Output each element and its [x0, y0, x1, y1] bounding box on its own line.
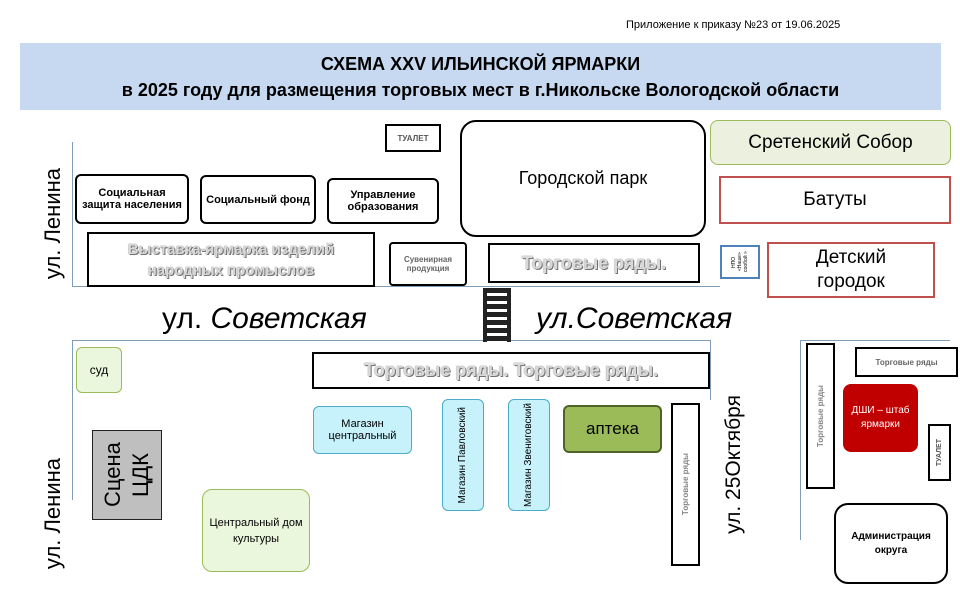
box-torg-ryady-vertical-2: Торговые ряды [806, 343, 835, 489]
street-line [72, 142, 73, 287]
label-small-sign: НПО «Нашe» сообой » [731, 251, 749, 273]
box-dshi: ДШИ – штаб ярмарки [843, 384, 918, 452]
box-soc-fond: Социальный фонд [200, 175, 316, 224]
street-lenina-top: ул. Ленина [40, 168, 65, 280]
label-tualet-south: ТУАЛЕТ [936, 438, 943, 467]
street-sovetskaya-left: ул. Советская [162, 302, 367, 336]
box-suvenirnaya: Сувенирная продукция [389, 242, 467, 286]
crosswalk-icon [483, 288, 511, 342]
street-line [800, 340, 801, 540]
label-magazin-pavlovsky: Магазин Павловский [457, 406, 468, 504]
box-magazin-pavlovsky: Магазин Павловский [442, 399, 484, 511]
label-magazin-zvenigovsky: Магазин Звениговский [523, 403, 534, 507]
box-administraciya: Администрация округа [834, 503, 948, 584]
box-sud: суд [76, 347, 122, 393]
street-name: Советская [210, 302, 367, 335]
box-detsky-gorodok: Детский городок [767, 242, 935, 298]
order-note: Приложение к приказу №23 от 19.06.2025 [626, 19, 841, 31]
label-torg-ryady-small: Торговые ряды [875, 357, 938, 367]
box-soc-zashchita: Социальная защита населения [75, 174, 189, 224]
street-line [710, 340, 711, 400]
street-sovetskaya-right: ул.Советская [536, 302, 733, 335]
label-suvenirnaya: Сувенирная продукция [403, 255, 453, 273]
box-sretensky-sobor: Сретенский Собор [710, 120, 951, 165]
street-line [72, 286, 720, 287]
street-25-oktyabrya: ул. 25Октября [722, 395, 745, 534]
box-upr-obrazovaniya: Управление образования [327, 178, 439, 224]
title-line-2: в 2025 году для размещения торговых мест… [121, 79, 840, 100]
box-batuty: Батуты [719, 176, 951, 224]
street-lenina-bottom: ул. Ленина [40, 458, 65, 570]
box-torg-ryady-vertical: Торговые ряды [671, 403, 700, 566]
box-cdk: Центральный дом культуры [202, 489, 310, 572]
label-torg-ryady-vertical-2: Торговые ряды [816, 384, 825, 448]
box-magazin-zvenigovsky: Магазин Звениговский [508, 399, 550, 511]
label-scena-cdk: Сцена ЦДК [100, 442, 153, 508]
box-magazin-centralny: Магазин центральный [313, 406, 412, 454]
title-banner: СХЕМА XXV ИЛЬИНСКОЙ ЯРМАРКИ в 2025 году … [20, 43, 941, 110]
box-torg-ryady-small: Торговые ряды [855, 347, 958, 377]
street-line [800, 340, 950, 341]
label-torg-ryady-vertical: Торговые ряды [681, 453, 690, 516]
box-small-sign: НПО «Нашe» сообой » [720, 245, 760, 279]
street-line [72, 340, 710, 341]
label-torg-ryady-long: Торговые ряды. Торговые ряды. [363, 360, 659, 380]
street-line [72, 340, 73, 500]
box-torg-ryady-long: Торговые ряды. Торговые ряды. [312, 352, 710, 389]
label-torg-ryady-north: Торговые ряды. [521, 252, 667, 273]
box-tualet-south: ТУАЛЕТ [928, 424, 951, 481]
box-scena-cdk: Сцена ЦДК [92, 430, 162, 520]
box-torg-ryady-north: Торговые ряды. [488, 243, 700, 283]
label-vystavka: Выставка-ярмарка изделий народных промыс… [127, 240, 335, 279]
street-prefix: ул. [162, 302, 211, 335]
box-tualet-north: ТУАЛЕТ [385, 124, 441, 152]
title-line-1: СХЕМА XXV ИЛЬИНСКОЙ ЯРМАРКИ [320, 53, 641, 74]
box-apteka: аптека [563, 405, 662, 453]
box-vystavka: Выставка-ярмарка изделий народных промыс… [87, 232, 375, 287]
box-city-park: Городской парк [460, 120, 706, 237]
